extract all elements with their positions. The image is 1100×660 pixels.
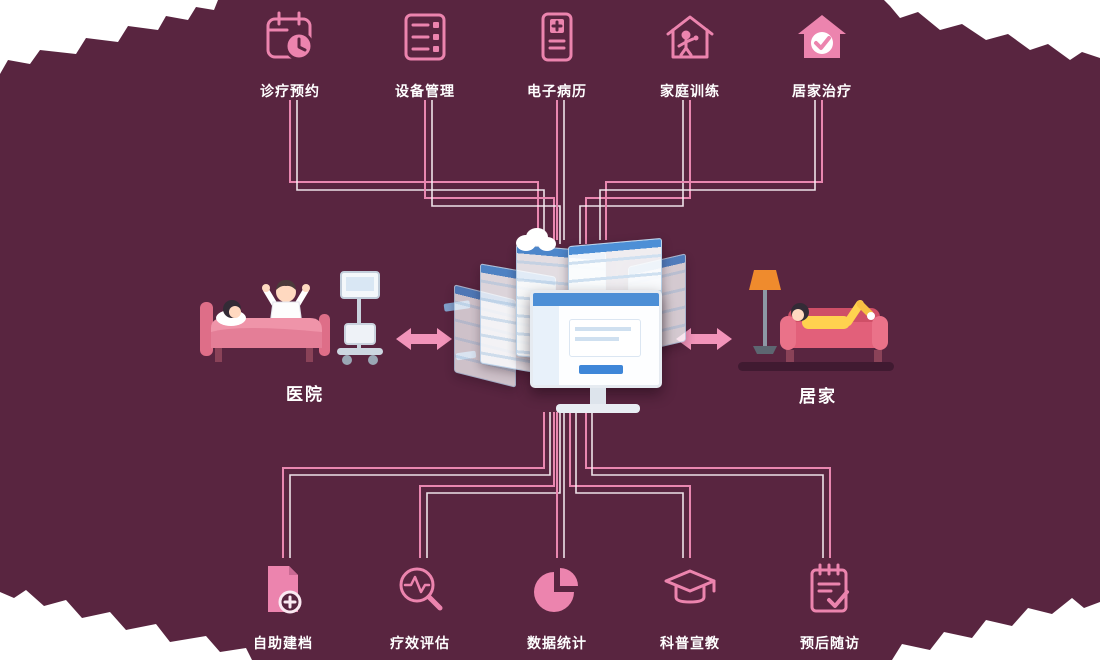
medical-record-icon	[502, 6, 612, 68]
monitor-stand-neck	[590, 388, 606, 404]
feature-label: 设备管理	[395, 83, 455, 99]
calendar-clock-icon	[235, 6, 345, 68]
feature-label: 居家治疗	[792, 83, 852, 99]
file-plus-icon	[228, 558, 338, 620]
graduation-cap-icon	[635, 558, 745, 620]
magnifier-wave-icon	[365, 558, 475, 620]
feature-equipment: 设备管理	[370, 6, 480, 101]
hospital-illustration	[198, 262, 398, 392]
sync-arrow-right	[675, 325, 733, 353]
feature-self-registration: 自助建档	[228, 558, 338, 653]
monitor-screen	[530, 290, 662, 388]
home-label: 居家	[799, 387, 837, 406]
pie-chart-icon	[502, 558, 612, 620]
feature-label: 预后随访	[800, 635, 860, 651]
feature-label: 电子病历	[527, 83, 587, 99]
monitor-button	[579, 365, 623, 374]
monitor-sidebar	[533, 306, 559, 385]
feature-science-education: 科普宣教	[635, 558, 745, 653]
feature-home-treatment: 居家治疗	[767, 6, 877, 101]
home-training-icon	[635, 6, 745, 68]
monitor-text-line	[575, 327, 631, 331]
feature-label: 疗效评估	[390, 635, 450, 651]
server-icon	[370, 6, 480, 68]
feature-label: 诊疗预约	[260, 83, 320, 99]
notepad-check-icon	[775, 558, 885, 620]
feature-data-statistics: 数据统计	[502, 558, 612, 653]
feature-emr: 电子病历	[502, 6, 612, 101]
feature-label: 家庭训练	[660, 83, 720, 99]
home-care-check-icon	[767, 6, 877, 68]
feature-home-training: 家庭训练	[635, 6, 745, 101]
platform-illustration	[443, 228, 692, 425]
hospital-label: 医院	[286, 385, 324, 404]
sync-arrow-left	[395, 325, 453, 353]
feature-efficacy-evaluation: 疗效评估	[365, 558, 475, 653]
cloud-icon	[512, 226, 558, 257]
feature-appointment: 诊疗预约	[235, 6, 345, 101]
feature-label: 科普宣教	[660, 635, 720, 651]
feature-follow-up: 预后随访	[775, 558, 885, 653]
feature-label: 自助建档	[253, 635, 313, 651]
feature-label: 数据统计	[527, 635, 587, 651]
monitor-text-line	[575, 337, 619, 341]
monitor-stand-base	[556, 404, 640, 413]
home-illustration	[736, 266, 896, 383]
monitor-header-bar	[533, 293, 659, 306]
